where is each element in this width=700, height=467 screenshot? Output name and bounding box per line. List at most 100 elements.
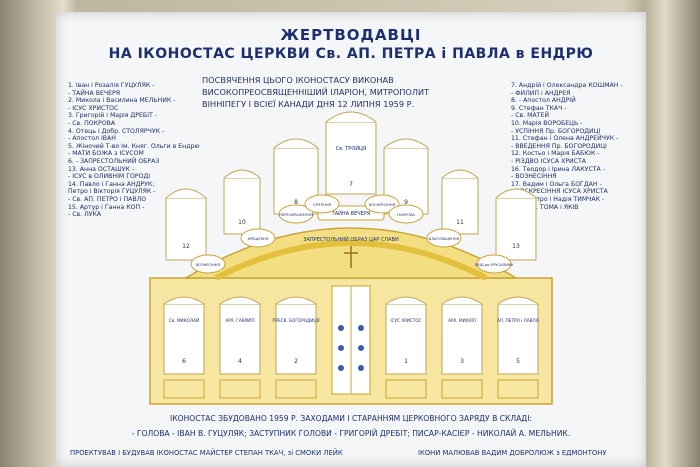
panel-12 <box>165 197 207 261</box>
donor-entry: - Св. ПОКРОВА <box>68 119 116 127</box>
donor-entry: 7. Андрій і Олександра КОШМАН - <box>511 82 623 89</box>
poster-title: ЖЕРТВОДАВЦІ <box>280 26 422 44</box>
medallion-label: СРІТЕННЯ <box>313 203 332 207</box>
donor-entry: - ІСУС ХРИСТОС <box>68 104 119 112</box>
panel-11-top <box>441 169 479 179</box>
donor-entry: 15. Артур і Ганна КОП - <box>68 203 145 211</box>
donor-entry: - Св. АП. ПЕТРО і ПАВЛО <box>68 195 147 203</box>
donor-entry: 10. Марія ВОРОБЕЦЬ - <box>511 119 583 127</box>
donor-entry: Петро і Вікторія ГУЦУЛЯК - <box>68 188 156 196</box>
feast-medallion: ВОЗНЕСІННЯ <box>190 254 226 274</box>
donor-list-left: 1. Іван і Розалія ГУЦУЛЯК - - ТАЙНА ВЕЧЕ… <box>68 82 200 219</box>
feast-medallion: ХРЕЩЕННЯ <box>240 228 276 248</box>
upper-panel-numbers: 12 10 8 7 9 11 13 <box>182 181 520 250</box>
altar-image-label: ЗАПРЕСТОЛЬНИЙ ОБРАЗ ЦАР СЛАВИ <box>303 236 399 243</box>
icon-panel-label: Св. МИКОЛАЙ <box>169 318 199 323</box>
donor-entry: 11. Стефан і Олена АНДРЕЙЧУК - <box>511 135 619 143</box>
icon-panel: АП. ПЕТРО і ПАВЛО 5 <box>497 296 540 399</box>
donor-entry: 6. - ЗАПРЕСТОЛЬНИЙ ОБРАЗ <box>68 157 160 165</box>
footer-designer: ПРОЕКТУВАВ І БУДУВАВ ІКОНОСТАС МАЙСТЕР С… <box>70 449 343 457</box>
trinity-label: Св. ТРОЙЦЯ <box>336 145 367 152</box>
icon-panel-label: ІСУС ХРИСТОС <box>390 318 421 323</box>
panel-trinity-top <box>325 111 377 123</box>
donor-entry: - Св. АП. ТОМА і ЯКІВ <box>511 203 579 211</box>
footer-construction: ІКОНОСТАС ЗБУДОВАНО 1959 Р. ЗАХОДАМИ І С… <box>169 414 533 423</box>
footer-committee: - ГОЛОВА - ІВАН В. ГУЦУЛЯК; ЗАСТУПНИК ГО… <box>131 429 571 438</box>
panel-10 <box>223 177 261 235</box>
medallion-label: ВОСКРЕСІННЯ <box>369 203 396 207</box>
footer-painter: ІКОНИ МАЛЮВАВ ВАДИМ ДОБРОЛЮЖ з ЕДМОНТОНУ <box>418 449 607 457</box>
donor-entry: - Св. МАТЕЙ <box>511 112 549 120</box>
donor-list-right: 7. Андрій і Олександра КОШМАН - - ФИЛИП … <box>511 82 623 211</box>
donor-entry: - ТАЙНА ВЕЧЕРЯ <box>68 89 121 97</box>
icon-panel-number: 1 <box>404 358 408 365</box>
donor-entry: 4. Отець і Добр. СТОЛЯРЧУК - <box>68 127 165 135</box>
donor-entry: - ВОЗНЕСІННЯ <box>511 173 557 181</box>
icon-panel: Св. МИКОЛАЙ 6 <box>163 296 205 399</box>
donor-entry: 1. Іван і Розалія ГУЦУЛЯК - <box>68 82 155 89</box>
icon-panel: ПРЕСВ. БОГОРОДИЦЯ 2 <box>272 296 320 399</box>
feast-medallion: ПЕРЕОБРАЖЕННЯ <box>278 204 314 224</box>
donor-entry: - ВОСКРЕСІННЯ ІСУСА ХРИСТА <box>511 188 608 196</box>
panel-number: 9 <box>404 199 408 206</box>
feast-medallions: ВОЗНЕСІННЯ ХРЕЩЕННЯ ПЕРЕОБРАЖЕННЯ СРІТЕННЯ В… <box>190 194 514 274</box>
donor-entry: 5. Жіночий Т-во Ім. Княг. Ольги в Ендрю <box>68 142 200 150</box>
panel-13 <box>495 197 537 261</box>
dedication-text: ПОСВЯЧЕННЯ ЦЬОГО ІКОНОСТАСУ ВИКОНАВ ВИСО… <box>202 74 429 110</box>
panel-13-top <box>495 188 537 199</box>
medallion-label: ХРЕЩЕННЯ <box>247 237 269 241</box>
panel-10-top <box>223 169 261 179</box>
donor-entry: 13. Анна ОСТАШУК - <box>68 165 135 173</box>
donor-entry: 18. Дмитро і Надія ТИМЧАК - <box>511 195 605 203</box>
donor-entry: - РІЗДВО ІСУСА ХРИСТА <box>511 157 587 165</box>
feast-medallion: ПОКРОВА <box>388 204 424 224</box>
panel-number: 11 <box>456 219 464 226</box>
dedication-line: ВИСОКОПРЕОСВЯЩЕННІШИЙ ІЛАРІОН, МИТРОПОЛИ… <box>202 87 430 97</box>
royal-doors-ornament <box>338 325 364 371</box>
feast-medallion: ВОСКРЕСІННЯ <box>364 194 400 214</box>
panel-number: 10 <box>238 219 246 226</box>
donor-entry: 8. - Апостол АНДРІЙ <box>511 97 576 105</box>
donor-entry: - ІСУС в ОЛИВНІМ ГОРОДІ <box>68 173 151 181</box>
icon-panel: АРХ. МИХАЇЛ 3 <box>441 296 483 399</box>
icon-panel-label: АП. ПЕТРО і ПАВЛО <box>497 318 540 323</box>
panel-number: 8 <box>294 199 298 206</box>
upper-panels <box>165 111 537 261</box>
panel-8-top <box>273 138 319 149</box>
medallion-label: ПЕРЕОБРАЖЕННЯ <box>279 213 313 217</box>
panel-number: 7 <box>349 181 353 188</box>
icon-panel-label: АРХ. МИХАЇЛ <box>448 318 476 323</box>
donor-entry: - МАТИ БОЖА з ІСУСОМ <box>68 150 144 158</box>
donor-entry: 2. Микола і Василина МЕЛЬНИК - <box>68 97 176 105</box>
donor-entry: 16. Теодор і Ірина ЛАКУСТА - <box>511 165 605 173</box>
panel-9-top <box>383 138 429 149</box>
icon-panel-number: 6 <box>182 358 186 365</box>
iconostas-drawing: ТАЙНА ВЕЧЕРЯ Св. ТРОЙЦЯ ЗАПРЕСТОЛЬНИЙ ОБ… <box>149 111 553 405</box>
donor-entry: - УСПІННЯ Пр. БОГОРОДИЦІ <box>511 127 601 135</box>
donor-entry: 14. Павло і Ганна АНДРУК; <box>68 180 155 188</box>
arch-band <box>214 240 488 281</box>
feast-medallion: БЛАГОВІЩЕННЯ <box>426 228 462 248</box>
panel-11 <box>441 177 479 235</box>
icon-panel-number: 5 <box>516 358 520 365</box>
donor-entry: 12. Костьо і Марія БАБЮК - <box>511 150 600 158</box>
medallion-label: ПОКРОВА <box>397 213 416 217</box>
panel-number: 13 <box>512 243 520 250</box>
donor-entry: - ФИЛИП і АНДРЕЯ <box>511 89 571 97</box>
icon-panel-label: ПРЕСВ. БОГОРОДИЦЯ <box>272 318 319 323</box>
donor-poster: ЖЕРТВОДАВЦІ НА ІКОНОСТАС ЦЕРКВИ Св. АП. … <box>56 12 646 467</box>
donor-entry: - Апостол ІВАН <box>68 135 116 143</box>
icon-panel-number: 3 <box>460 358 464 365</box>
poster-subtitle: НА ІКОНОСТАС ЦЕРКВИ Св. АП. ПЕТРА і ПАВЛ… <box>108 46 594 62</box>
icon-panel: ІСУС ХРИСТОС 1 <box>385 296 427 399</box>
cross-icon <box>344 246 358 268</box>
panel-number: 12 <box>182 243 190 250</box>
icon-panel-number: 2 <box>294 358 298 365</box>
donor-entry: 3. Григорій і Марія ДРЕБІТ - <box>68 112 157 120</box>
icon-panel-number: 4 <box>238 358 242 365</box>
donor-entry: - Св. ЛУКА <box>68 211 102 219</box>
feast-medallion: СРІТЕННЯ <box>304 194 340 214</box>
